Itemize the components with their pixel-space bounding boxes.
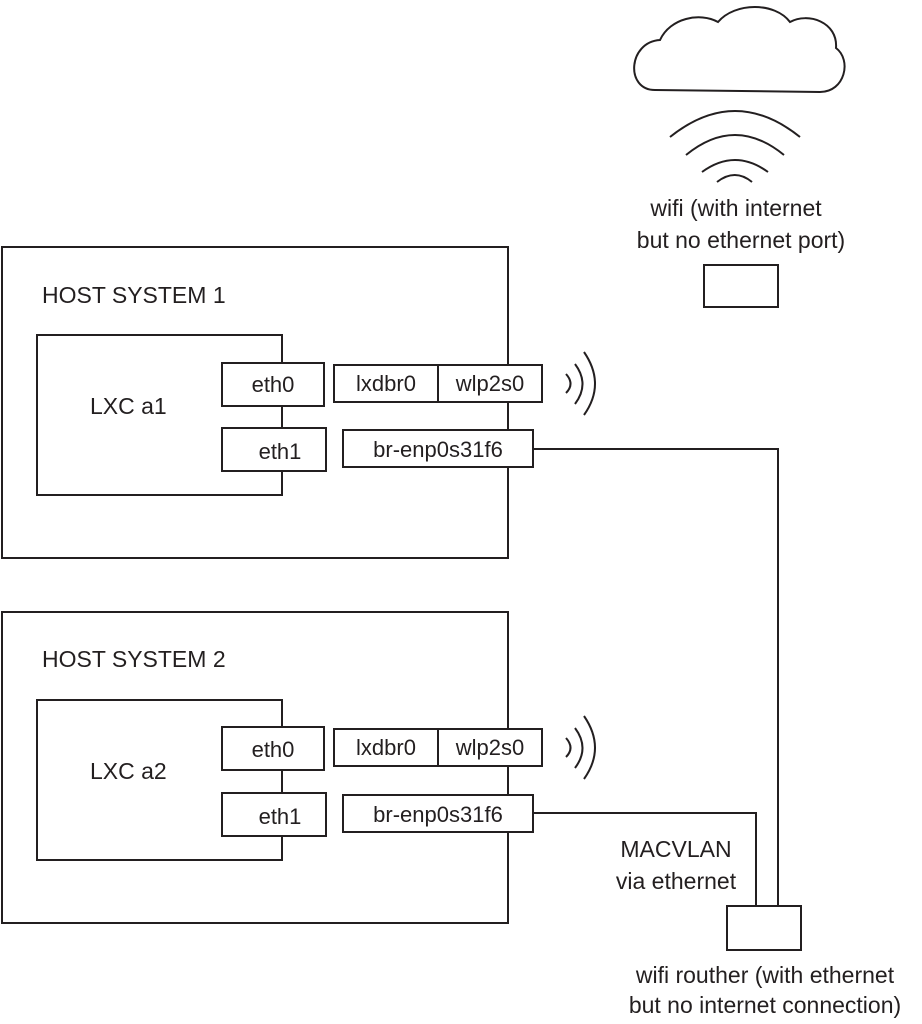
wifi-signal-icon	[669, 110, 801, 183]
host-system-2-title: HOST SYSTEM 2	[42, 646, 226, 672]
host2-wlp2s0-label: wlp2s0	[455, 735, 524, 760]
lxc-a1-eth0	[221, 362, 325, 407]
lxc-a1-eth1	[221, 427, 327, 472]
host1-lxdbr0-label: lxdbr0	[356, 371, 416, 396]
cable-host1-to-router	[533, 448, 779, 906]
wifi-source-device	[703, 264, 779, 308]
lxc-a1-eth1-label: eth1	[259, 439, 302, 464]
lxc-a2-container	[36, 699, 283, 861]
host-system-1-title: HOST SYSTEM 1	[42, 282, 226, 308]
lxc-a2-eth1-label: eth1	[259, 804, 302, 829]
lxc-a1-eth0-label: eth0	[252, 372, 295, 397]
lxc-a2-eth0-label: eth0	[252, 737, 295, 762]
lxc-a2-label: LXC a2	[90, 758, 167, 784]
wifi-source-label-line1: wifi (with internet	[649, 195, 822, 221]
lxc-a1-label: LXC a1	[90, 393, 167, 419]
cable-host2-to-router	[533, 812, 757, 906]
macvlan-label-line2: via ethernet	[616, 868, 737, 894]
wifi-source-label-line2: but no ethernet port)	[637, 227, 845, 253]
host1-br-enp0s31f6	[342, 429, 534, 468]
cloud-icon	[633, 6, 846, 94]
wifi-router-label-line1: wifi routher (with ethernet	[635, 962, 895, 988]
host2-lxdbr0-label: lxdbr0	[356, 735, 416, 760]
lxc-a1-container	[36, 334, 283, 496]
lxc-a2-eth1	[221, 792, 327, 837]
host1-wlp2s0	[437, 364, 543, 403]
wifi-router-label-line2: but no internet connection)	[629, 992, 901, 1018]
host-system-2	[1, 611, 509, 924]
host2-wlp2s0	[437, 728, 543, 767]
host2-wifi-signal-icon	[565, 715, 596, 780]
wifi-router-device	[726, 905, 802, 951]
host2-br-enp0s31f6	[342, 794, 534, 833]
host2-br-enp0s31f6-label: br-enp0s31f6	[373, 802, 503, 827]
host1-wifi-signal-icon	[565, 351, 596, 416]
host1-wlp2s0-label: wlp2s0	[455, 371, 524, 396]
host1-br-enp0s31f6-label: br-enp0s31f6	[373, 437, 503, 462]
lxc-a2-eth0	[221, 726, 325, 771]
host1-lxdbr0	[333, 364, 439, 403]
macvlan-label-line1: MACVLAN	[620, 836, 731, 862]
